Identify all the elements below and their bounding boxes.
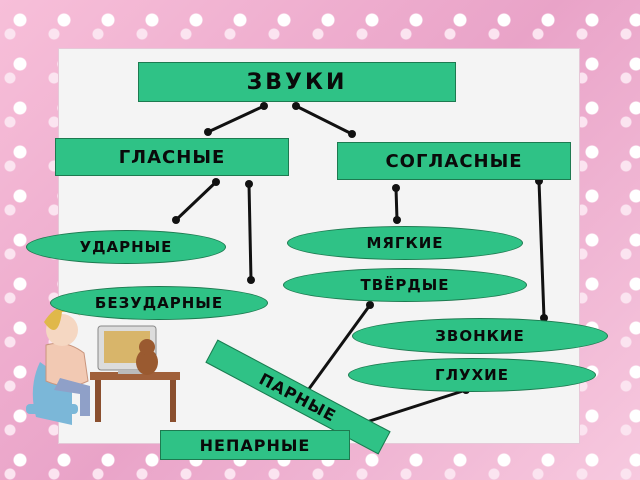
connector-consonants-voiced	[537, 179, 546, 320]
node-hard: ТВЁРДЫЕ	[283, 268, 527, 302]
connector-hard-paired	[296, 303, 372, 406]
node-consonants: СОГЛАСНЫЕ	[337, 142, 571, 180]
node-stressed: УДАРНЫЕ	[26, 230, 226, 264]
connector-root-vowels	[206, 104, 266, 134]
connector-consonants-soft	[394, 186, 399, 222]
child-computer-illustration	[26, 306, 180, 425]
node-sounds: ЗВУКИ	[138, 62, 456, 102]
node-voiceless: ГЛУХИЕ	[348, 358, 596, 392]
node-unstressed: БЕЗУДАРНЫЕ	[50, 286, 268, 320]
node-soft: МЯГКИЕ	[287, 226, 523, 260]
node-vowels: ГЛАСНЫЕ	[55, 138, 289, 176]
connector-vowels-stressed	[174, 180, 218, 222]
connector-root-consonants	[294, 104, 354, 136]
connector-vowels-unstressed	[247, 182, 253, 282]
node-voiced: ЗВОНКИЕ	[352, 318, 608, 354]
node-unpaired: НЕПАРНЫЕ	[160, 430, 350, 460]
